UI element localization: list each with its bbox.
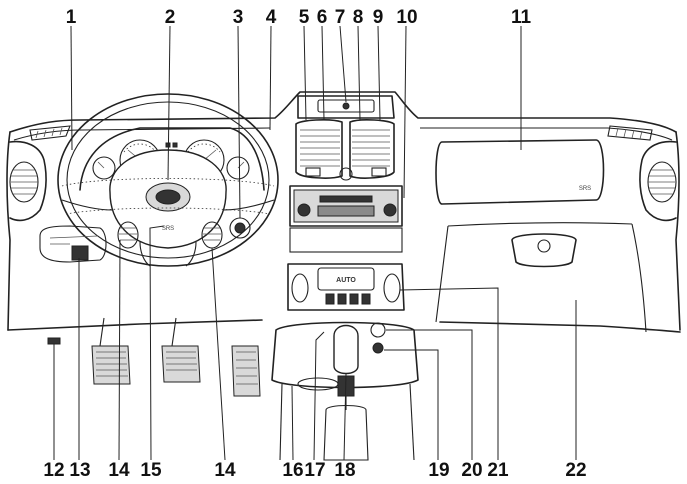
glove-box-handle [511, 233, 577, 268]
accelerator-pedal [231, 345, 261, 397]
hvac-auto-label: AUTO [336, 277, 356, 284]
steering-wheel [57, 93, 279, 267]
callout-19: 19 [428, 460, 450, 481]
callout-21: 21 [487, 460, 509, 481]
callout-17: 17 [304, 460, 326, 481]
clutch-pedal [91, 317, 131, 385]
callout-14-right: 14 [214, 460, 236, 481]
passenger-airbag [435, 139, 605, 205]
center-console [271, 321, 419, 461]
callout-7: 7 [334, 7, 346, 28]
callout-4: 4 [265, 7, 277, 28]
ignition-switch [229, 217, 251, 239]
callout-5: 5 [298, 7, 310, 28]
callout-9: 9 [372, 7, 384, 28]
right-air-vent [607, 125, 677, 222]
audio-unit [289, 185, 403, 253]
callout-1: 1 [65, 7, 77, 28]
callout-14-left: 14 [108, 460, 130, 481]
hvac-panel [287, 263, 405, 311]
left-switch-panel [39, 225, 107, 263]
callout-6: 6 [316, 7, 328, 28]
left-air-vent [9, 125, 71, 222]
callout-22: 22 [565, 460, 587, 481]
leader-lines [53, 25, 577, 461]
callout-10: 10 [396, 7, 418, 28]
callout-12: 12 [43, 460, 65, 481]
driver-airbag-emblem: SRS [162, 226, 174, 232]
callout-8: 8 [352, 7, 364, 28]
dashboard-body [6, 91, 681, 333]
brake-pedal [161, 317, 201, 383]
callout-18: 18 [334, 460, 356, 481]
callout-20: 20 [461, 460, 483, 481]
passenger-airbag-emblem: SRS [579, 186, 591, 192]
callout-3: 3 [232, 7, 244, 28]
callout-16: 16 [282, 460, 304, 481]
callout-2: 2 [164, 7, 176, 28]
hood-release-lever [47, 337, 61, 345]
callout-15: 15 [140, 460, 162, 481]
callout-11: 11 [510, 7, 532, 28]
callout-13: 13 [69, 460, 91, 481]
